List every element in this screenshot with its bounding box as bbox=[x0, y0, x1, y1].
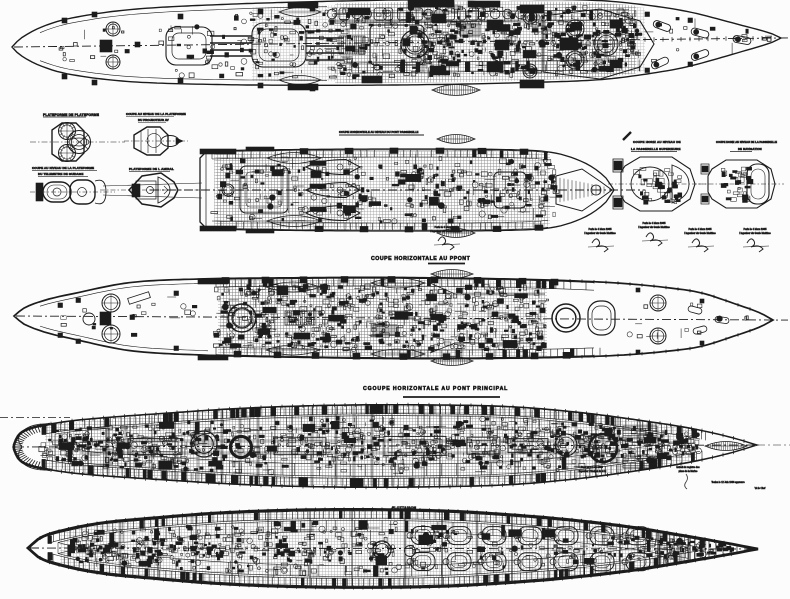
svg-text:Paris le 4 Mars 1935: Paris le 4 Mars 1935 bbox=[744, 228, 768, 231]
svg-text:l Ingenieur du Genie Maritime: l Ingenieur du Genie Maritime bbox=[638, 226, 670, 229]
svg-text:l Ingenieur du Genie Maritime: l Ingenieur du Genie Maritime bbox=[430, 230, 462, 233]
svg-text:DE NAVIGATION: DE NAVIGATION bbox=[738, 147, 762, 151]
svg-text:Vu le Chef: Vu le Chef bbox=[755, 488, 766, 490]
svg-text:Paris le 4 Mars 1935: Paris le 4 Mars 1935 bbox=[689, 228, 713, 231]
svg-text:COUPE HORIZ AU NIVEAU DE LA PA: COUPE HORIZ AU NIVEAU DE LA PASSERELLE bbox=[716, 140, 777, 144]
svg-text:COUPE AU NIVEAU DE LA PLATEFOR: COUPE AU NIVEAU DE LA PLATEFORME bbox=[126, 112, 186, 116]
svg-text:LA PASSERELLE SUPERIEURE: LA PASSERELLE SUPERIEURE bbox=[631, 147, 681, 151]
svg-text:l Ingenieur du Genie Maritime: l Ingenieur du Genie Maritime bbox=[584, 232, 616, 235]
svg-text:l Ingenieur du Genie Maritime: l Ingenieur du Genie Maritime bbox=[684, 232, 716, 235]
svg-text:Toulon le 12 Juin 1936 approuv: Toulon le 12 Juin 1936 approuve bbox=[711, 481, 745, 484]
svg-text:COUPE HORIZ AU NIVEAU DE: COUPE HORIZ AU NIVEAU DE bbox=[633, 140, 681, 144]
svg-text:FLOTTAISON: FLOTTAISON bbox=[392, 506, 417, 510]
svg-text:l Ingenieur du Genie Maritime: l Ingenieur du Genie Maritime bbox=[739, 232, 771, 235]
svg-text:DU PROJECTEUR AV: DU PROJECTEUR AV bbox=[138, 118, 169, 122]
svg-text:COUPE HORIZONTALE AU NIVEAU DU: COUPE HORIZONTALE AU NIVEAU DU PONT PASS… bbox=[339, 130, 418, 134]
svg-text:DU TELEMETRE DE GUIDAGE: DU TELEMETRE DE GUIDAGE bbox=[38, 172, 83, 176]
svg-text:Paris le 4 Mars 1935: Paris le 4 Mars 1935 bbox=[589, 228, 613, 231]
svg-text:PLATEFORME DE L AMIRAL: PLATEFORME DE L AMIRAL bbox=[129, 167, 174, 171]
svg-text:COUPE HORIZONTALE AU PPONT: COUPE HORIZONTALE AU PPONT bbox=[371, 256, 471, 262]
svg-text:COUPE AU NIVEAU DE LA PLATEFOR: COUPE AU NIVEAU DE LA PLATEFORME bbox=[32, 166, 94, 170]
svg-text:plans de la Marine: plans de la Marine bbox=[679, 470, 698, 473]
svg-text:PLATEFORME DE PLATEFORME: PLATEFORME DE PLATEFORME bbox=[43, 113, 100, 117]
svg-text:CGOUPE HORIZONTALE AU PONT PRI: CGOUPE HORIZONTALE AU PONT PRINCIPAL bbox=[363, 386, 508, 392]
svg-text:Paris le 4 Mars 1935: Paris le 4 Mars 1935 bbox=[643, 222, 667, 225]
svg-text:Extrait du registre des: Extrait du registre des bbox=[676, 466, 700, 469]
